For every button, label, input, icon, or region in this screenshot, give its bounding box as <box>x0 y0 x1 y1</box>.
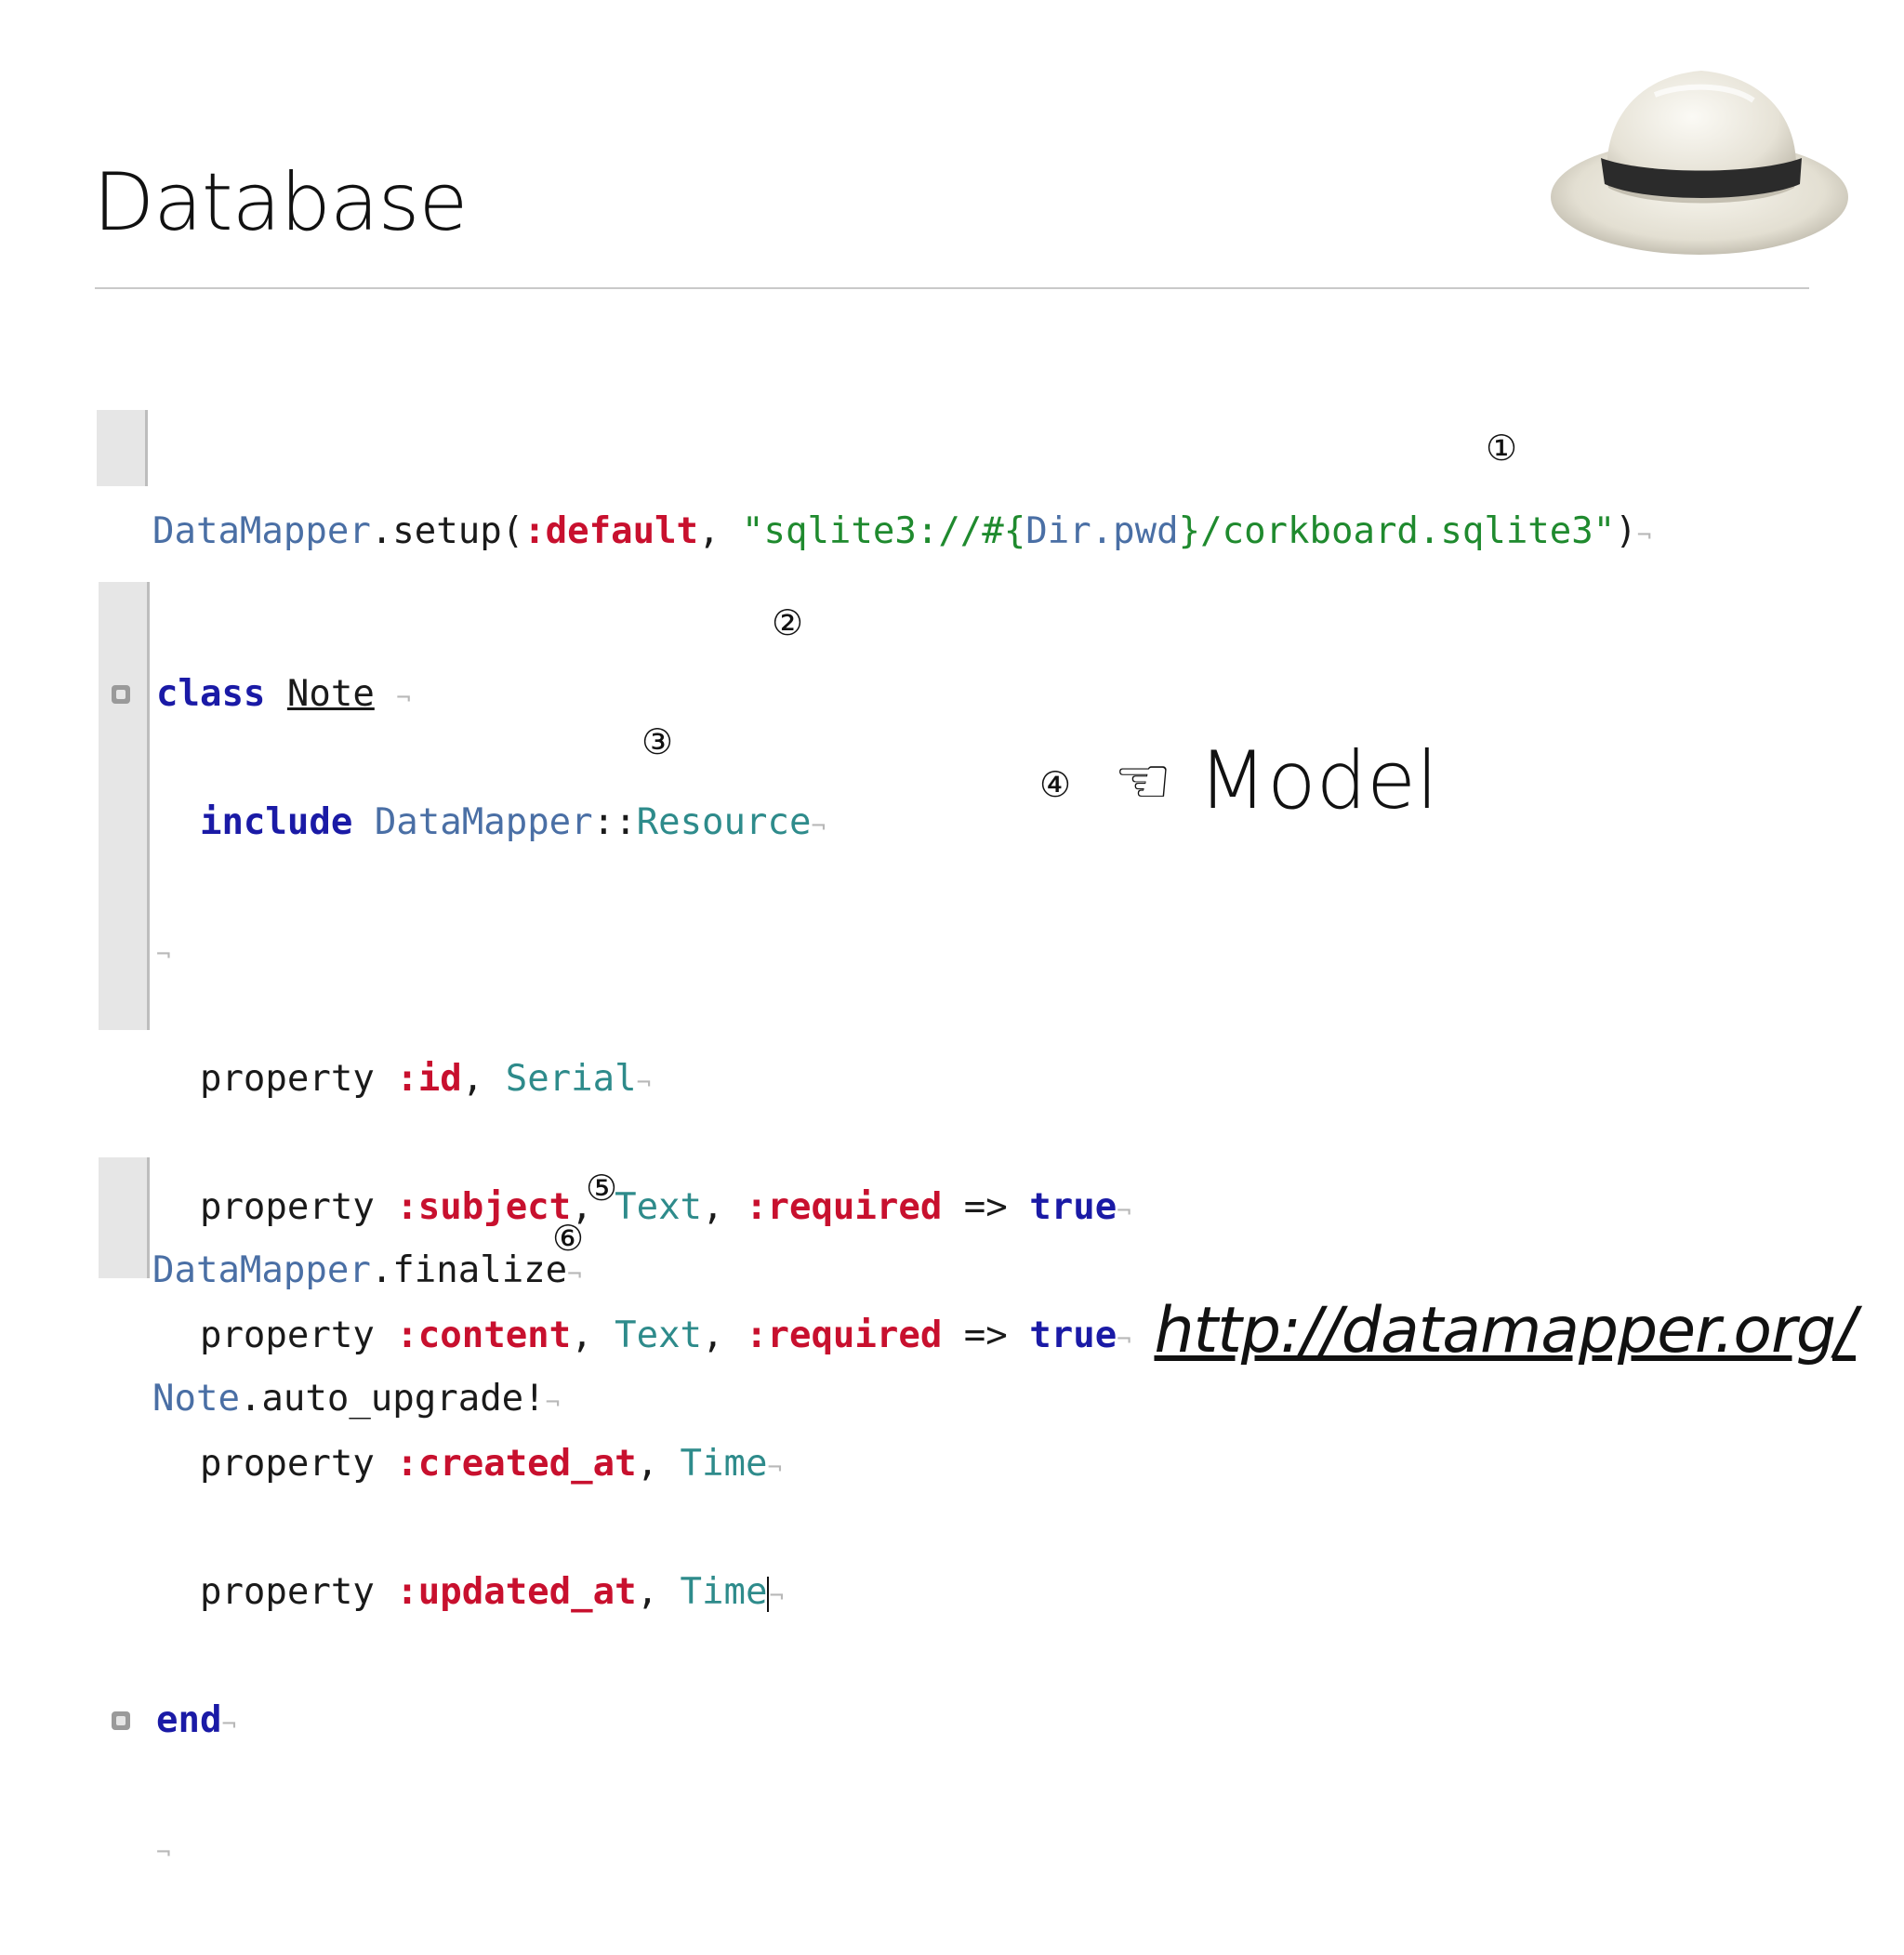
model-code-block: class Note ¬ include DataMapper::Resourc… <box>99 582 1131 1867</box>
marker-6: ⑥ <box>552 1218 585 1259</box>
code-line-auto-upgrade: Note.auto_upgrade!¬ <box>152 1378 561 1420</box>
marker-2: ② <box>772 602 804 643</box>
code-line-property: property :updated_at, Time¬ <box>199 1571 785 1613</box>
marker-5: ⑤ <box>586 1168 618 1209</box>
code-line-class: class Note ¬ <box>112 672 1028 717</box>
marker-1: ① <box>1486 428 1518 469</box>
code-line-finalize: DataMapper.finalize¬ <box>152 1249 582 1291</box>
code-line-blank: ¬ <box>156 941 171 969</box>
marker-4: ④ <box>1039 764 1072 805</box>
finalize-code-block: DataMapper.finalize¬ Note.auto_upgrade!¬ <box>99 1157 842 1420</box>
setup-code-block: DataMapper.setup(:default, "sqlite3://#{… <box>97 410 1651 552</box>
code-line-include: include DataMapper::Resource¬ <box>199 801 826 843</box>
pointing-hand-icon: ☜ <box>1114 743 1172 819</box>
title-divider <box>95 287 1809 289</box>
code-line-blank: ¬ <box>156 1839 171 1867</box>
fedora-hat-logo <box>1551 71 1848 255</box>
code-line-property: property :content, Text, :required => tr… <box>199 1314 1131 1356</box>
marker-3: ③ <box>641 721 674 762</box>
editor-gutter <box>97 410 148 486</box>
code-line-property: property :subject, Text, :required => tr… <box>199 1186 1131 1228</box>
code-line-setup: DataMapper.setup(:default, "sqlite3://#{… <box>152 510 1652 552</box>
code-line-property: property :id, Serial¬ <box>199 1058 652 1100</box>
fold-collapse-icon[interactable] <box>112 1711 130 1730</box>
editor-gutter <box>99 582 150 1030</box>
editor-gutter <box>99 1157 150 1278</box>
fold-collapse-icon[interactable] <box>112 685 130 704</box>
slide-title: Database <box>93 156 468 249</box>
datamapper-url-link[interactable]: http://datamapper.org/ <box>1154 1294 1857 1367</box>
model-label: Model <box>1197 734 1438 827</box>
model-annotation: ☜ Model <box>1114 734 1438 827</box>
code-line-end: end¬ <box>112 1698 1028 1743</box>
